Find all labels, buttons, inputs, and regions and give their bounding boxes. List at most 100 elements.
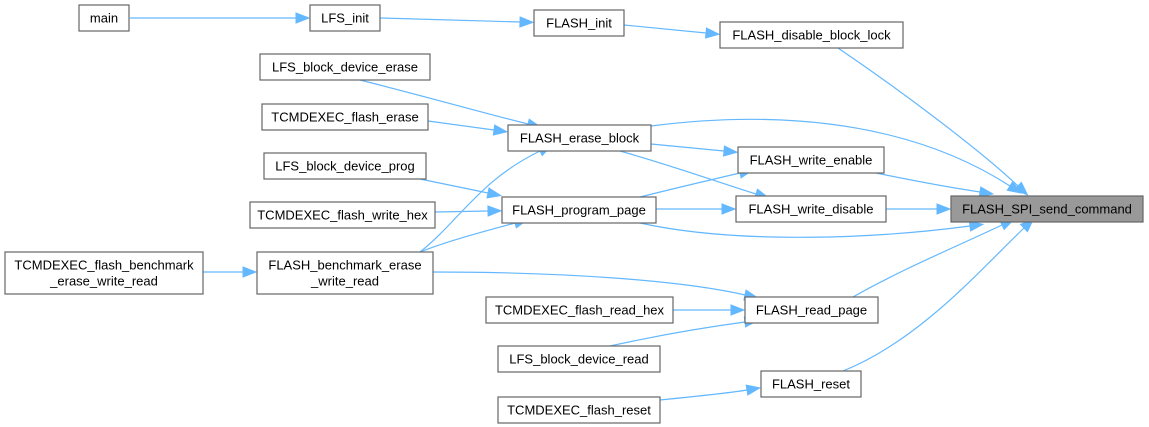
edge-line [837,47,1019,187]
node-box [533,9,625,37]
arrowhead-icon [487,205,503,217]
node-label: FLASH_disable_block_lock [732,28,891,43]
node-box [497,396,661,424]
edge-tcmdexec-flash-benchmark-erase-write-read-to-flash-benchmark-erase-write-read [203,266,258,278]
edge-flash-write-enable-to-flash-spi-send-command [875,172,995,198]
node-flash-erase-block[interactable]: FLASH_erase_block [507,124,652,152]
node-label: TCMDEXEC_flash_reset [507,403,651,418]
edges-layer [130,12,1035,401]
node-lfs-init[interactable]: LFS_init [309,4,381,32]
node-label: LFS_block_device_erase [272,60,418,75]
node-box [485,296,674,324]
node-label: LFS_block_device_prog [275,159,414,174]
node-flash-benchmark-erase-write-read[interactable]: FLASH_benchmark_erase_write_read [256,251,434,295]
edge-lfs-block-device-prog-to-flash-program-page [419,178,503,199]
edge-line [359,79,529,125]
edge-tcmdexec-flash-read-hex-to-flash-read-page [673,304,746,316]
edge-flash-program-page-to-flash-spi-send-command [639,220,985,238]
node-tcmdexec-flash-read-hex[interactable]: TCMDEXEC_flash_read_hex [485,296,674,324]
arrowhead-icon [745,384,762,396]
node-label: _write_read [310,274,379,289]
edge-line [639,222,971,238]
edge-line [619,150,757,195]
node-box [263,152,427,180]
edge-flash-erase-block-to-flash-spi-send-command [650,118,1023,194]
node-tcmdexec-flash-write-hex[interactable]: TCMDEXEC_flash_write_hex [249,201,436,229]
arrowhead-icon [486,187,503,199]
node-lfs-block-device-read[interactable]: LFS_block_device_read [497,345,661,373]
arrowhead-icon [492,124,509,136]
node-label: FLASH_write_disable [748,202,873,217]
nodes-layer: main LFS_init FLASH_initFLASH_disable_bloc… [4,4,1144,424]
edge-line [639,172,741,198]
edge-flash-erase-block-to-flash-write-enable [650,143,739,157]
node-box [249,201,436,229]
node-box [737,146,885,174]
node-flash-write-enable[interactable]: FLASH_write_enable [737,146,885,174]
arrowhead-icon [936,203,952,215]
node-tcmdexec-flash-erase[interactable]: TCMDEXEC_flash_erase [261,103,429,131]
node-flash-reset[interactable]: FLASH_reset [760,370,862,398]
node-label: FLASH_init [546,16,612,31]
arrowhead-icon [704,27,721,39]
arrowhead-icon [721,203,737,215]
edge-line [842,227,1025,372]
node-flash-program-page[interactable]: FLASH_program_page [501,196,657,224]
edge-line [379,17,521,23]
edge-tcmdexec-flash-erase-to-flash-erase-block [427,120,509,136]
edge-flash-benchmark-erase-write-read-to-flash-read-page [432,271,760,301]
edge-tcmdexec-flash-write-hex-to-flash-program-page [434,205,503,217]
edge-line [419,150,541,253]
node-box [507,124,652,152]
node-label: TCMDEXEC_flash_benchmark [14,258,194,273]
node-lfs-block-device-erase[interactable]: LFS_block_device_erase [259,53,431,81]
node-label: _erase_write_read [49,274,158,289]
node-lfs-block-device-prog[interactable]: LFS_block_device_prog [263,152,427,180]
edge-line [659,389,748,401]
node-label: FLASH_benchmark_erase [268,258,421,273]
node-box [259,53,431,81]
node-box [4,251,204,295]
edge-line [432,271,746,296]
arrowhead-icon [519,16,535,28]
edge-flash-init-to-flash-disable-block-lock [623,24,721,39]
node-label: TCMDEXEC_flash_write_hex [257,208,428,223]
node-flash-spi-send-command[interactable]: FLASH_SPI_send_command [950,195,1144,223]
node-flash-write-disable[interactable]: FLASH_write_disable [735,195,887,223]
node-label: LFS_init [321,11,369,26]
node-label: main [90,11,118,26]
node-main[interactable]: main [78,4,130,32]
edge-tcmdexec-flash-reset-to-flash-reset [659,384,762,401]
arrowhead-icon [722,145,739,157]
arrowhead-icon [242,266,258,278]
node-tcmdexec-flash-reset[interactable]: TCMDEXEC_flash_reset [497,396,661,424]
node-box [309,4,381,32]
node-box [256,251,434,295]
node-label: TCMDEXEC_flash_read_hex [495,303,665,318]
edge-line [419,178,489,194]
arrowhead-icon [295,12,311,24]
arrowhead-icon [968,220,985,232]
edge-line [875,172,981,193]
edge-flash-write-disable-to-flash-spi-send-command [886,203,952,215]
node-flash-disable-block-lock[interactable]: FLASH_disable_block_lock [719,21,904,49]
node-box [261,103,429,131]
node-box [497,345,661,373]
edge-flash-read-page-to-flash-spi-send-command [852,218,1016,298]
edge-flash-program-page-to-flash-write-enable [639,167,755,198]
arrowhead-icon [1006,180,1023,194]
node-box [501,196,657,224]
node-flash-init[interactable]: FLASH_init [533,9,625,37]
node-label: FLASH_read_page [756,303,867,318]
edge-lfs-init-to-flash-init [379,16,535,28]
node-flash-read-page[interactable]: FLASH_read_page [744,296,879,324]
node-tcmdexec-flash-benchmark-erase-write-read[interactable]: TCMDEXEC_flash_benchmark_erase_write_rea… [4,251,204,295]
edge-line [427,120,495,131]
node-box [78,4,130,32]
node-box [760,370,862,398]
node-label: LFS_block_device_read [509,352,648,367]
node-label: FLASH_program_page [512,203,646,218]
node-box [735,195,887,223]
node-label: FLASH_erase_block [520,131,640,146]
